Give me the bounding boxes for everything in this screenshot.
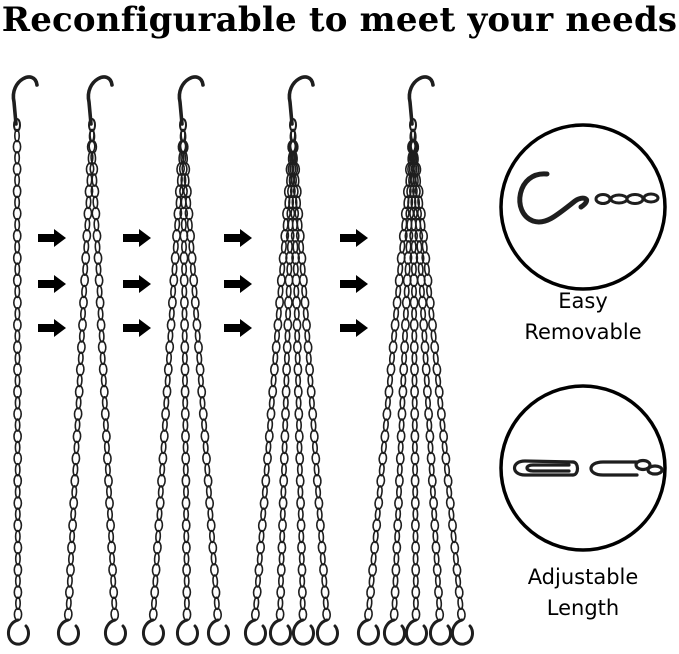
chain-icon [594,192,660,205]
chain-set [244,75,339,646]
bottom-hook-icon [176,618,199,646]
arrow-right-icon [123,229,151,247]
chain-icon [12,128,23,622]
arrow-right-icon [123,275,151,293]
arrow-columns [38,229,368,337]
bottom-hook-icon [451,618,474,646]
clip-icon [512,458,664,477]
caption-line: Adjustable [527,565,639,589]
bottom-hook-icon [269,618,292,646]
chain-icon [275,128,298,622]
bottom-hook-icon [244,618,267,646]
chain-icon [148,128,187,622]
bottom-hook-icon [429,618,452,646]
chain-icon [410,128,466,622]
chain-icon [63,128,96,622]
chain-icon [178,128,192,622]
arrow-right-icon [224,275,252,293]
arrow-right-icon [38,275,66,293]
caption-line: Length [546,596,620,620]
arrow-right-icon [340,275,368,293]
arrow-right-icon [123,319,151,337]
chain-icon [179,128,223,622]
caption-line: Easy [558,289,608,313]
headline: Reconfigurable to meet your needs [1,0,678,40]
bottom-hook-icon [357,618,380,646]
caption-adjustable-length: Adjustable Length [493,562,673,624]
bottom-hook-icon [383,618,406,646]
chain-set [7,75,39,646]
bottom-hook-icon [104,618,127,646]
arrow-right-icon [38,319,66,337]
bottom-hook-icon [316,618,339,646]
bottom-hook-icon [7,618,30,646]
bottom-hook-icon [57,618,80,646]
bottom-hook-icon [142,618,165,646]
detail-removable [499,123,667,291]
bottom-hook-icon [405,618,428,646]
s-hook-icon [177,75,205,132]
chain-set [357,75,474,646]
arrow-right-icon [340,229,368,247]
arrow-right-icon [224,319,252,337]
bottom-hook-icon [292,618,315,646]
detail-adjustable [499,384,667,552]
s-hook-icon [287,75,315,132]
detail-circle-adjustable [499,384,667,552]
arrow-right-icon [38,229,66,247]
s-hook-icon [86,75,114,132]
chain-icon [289,128,332,622]
chain-set [57,75,127,646]
s-hook-icon [517,171,589,225]
chain-icon [88,128,120,622]
chain-icon [288,128,308,622]
caption-line: Removable [524,320,642,344]
s-hook-icon [11,75,39,132]
chain-set [142,75,230,646]
s-hook-icon [407,75,435,132]
chain-icon [389,128,417,622]
arrow-right-icon [224,229,252,247]
chain-sets [7,75,474,646]
arrow-right-icon [340,319,368,337]
bottom-hook-icon [207,618,230,646]
caption-easy-removable: Easy Removable [493,286,673,348]
